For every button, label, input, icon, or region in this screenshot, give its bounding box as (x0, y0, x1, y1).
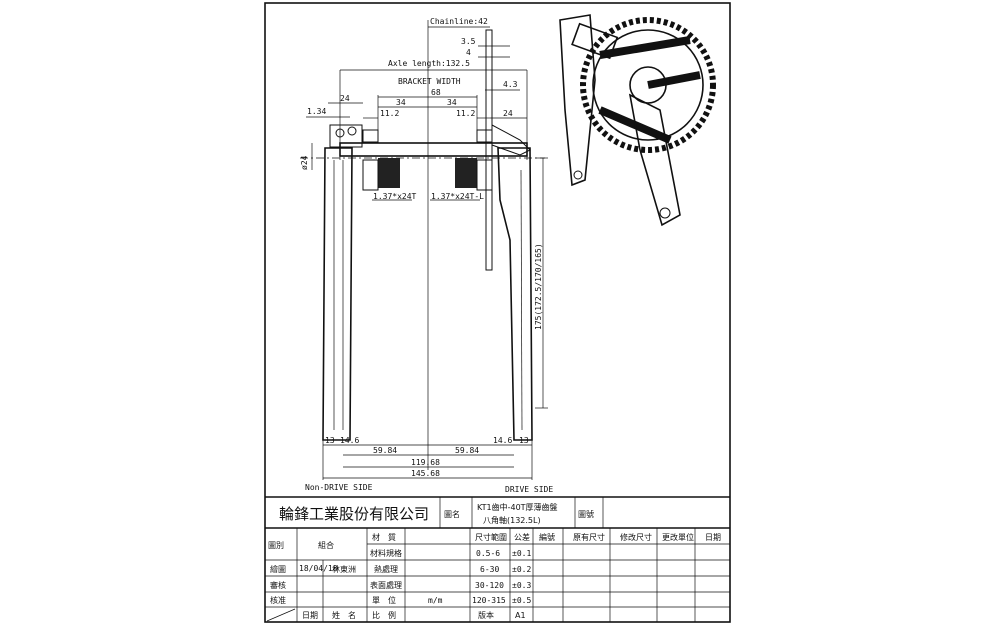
chainring-thickness-dims: 3.5 4 (461, 37, 510, 58)
svg-text:24: 24 (340, 94, 350, 103)
category-label: 圖別 (268, 541, 284, 550)
svg-text:BRACKET WIDTH: BRACKET WIDTH (398, 77, 461, 86)
svg-text:24: 24 (503, 109, 513, 118)
svg-text:68: 68 (431, 88, 441, 97)
tolerance-row-4: ±0.5 (512, 596, 531, 605)
draw-date: 18/04/18 (299, 564, 338, 573)
svg-text:34: 34 (447, 98, 457, 107)
approve-label: 核准 (270, 595, 286, 605)
dimension-bracket-width: BRACKET WIDTH 68 34 34 (377, 77, 478, 140)
category-value: 組合 (318, 540, 334, 550)
range-row-2: 6-30 (480, 565, 499, 574)
svg-text:4.3: 4.3 (503, 80, 518, 89)
svg-text:Axle length:132.5: Axle length:132.5 (388, 59, 470, 68)
svg-text:3.5: 3.5 (461, 37, 476, 46)
surface-label: 表面處理 (370, 580, 402, 590)
rev-header-date: 日期 (705, 533, 721, 542)
svg-text:13: 13 (519, 436, 529, 445)
range-row-1: 0.5-6 (476, 549, 500, 558)
bottom-dimensions: 13 14.6 59.84 59.84 14.6 13 119.68 145.6… (305, 436, 553, 494)
draw-label: 繪圖 (270, 564, 286, 574)
svg-text:145.68: 145.68 (411, 469, 440, 478)
drawing-number-label: 圖號 (578, 509, 594, 519)
title-block (265, 496, 730, 622)
person-label: 姓 名 (332, 610, 356, 620)
version-value: A1 (515, 611, 526, 620)
chainring-section (485, 29, 531, 271)
svg-text:119.68: 119.68 (411, 458, 440, 467)
svg-text:34: 34 (396, 98, 406, 107)
unit-label: 單 位 (372, 595, 396, 605)
dimension-chainline: Chainline:42 (428, 17, 490, 28)
unit-value: m/m (428, 596, 443, 605)
rev-header-unit: 更改單位 (662, 532, 694, 542)
version-label: 版本 (478, 610, 494, 620)
range-row-4: 120-315 (472, 596, 506, 605)
drawing-name-label: 圖名 (444, 509, 460, 519)
drawing-name-line2: 八角軸(132.5L) (483, 515, 541, 525)
bottom-bracket-assembly: 1.37*x24T 1.37*x24T-L (329, 124, 528, 201)
draw-name: 林東洲 (332, 564, 356, 574)
company-name: 輪鋒工業股份有限公司 (279, 505, 429, 523)
svg-text:11.2: 11.2 (380, 109, 399, 118)
scale-label: 比 例 (372, 610, 396, 620)
drawing-name-line1: KT1齒中-40T厚薄齒盤 (477, 502, 558, 512)
crankset-illustration (559, 14, 716, 227)
svg-text:13: 13 (325, 436, 335, 445)
svg-text:Non-DRIVE SIDE: Non-DRIVE SIDE (305, 483, 373, 492)
svg-text:14.6: 14.6 (340, 436, 359, 445)
heat-label: 熱處理 (374, 564, 398, 574)
date-label: 日期 (302, 611, 318, 620)
tolerance-row-3: ±0.3 (512, 581, 531, 590)
svg-text:4: 4 (466, 48, 471, 57)
spec-label: 材料規格 (370, 548, 402, 558)
right-crank-arm (497, 147, 533, 441)
svg-text:11.2: 11.2 (456, 109, 475, 118)
svg-text:59.84: 59.84 (455, 446, 479, 455)
svg-text:1.37*x24T-L: 1.37*x24T-L (431, 192, 484, 201)
dimension-crank-length: 175(172.5/170/165) (534, 157, 548, 409)
drawing-border (264, 2, 731, 623)
tolerance-header: 公差 (514, 532, 530, 542)
svg-text:1.37*x24T: 1.37*x24T (373, 192, 417, 201)
svg-text:DRIVE SIDE: DRIVE SIDE (505, 485, 553, 494)
range-header: 尺寸範圍 (475, 532, 507, 542)
range-row-3: 30-120 (475, 581, 504, 590)
svg-text:Chainline:42: Chainline:42 (430, 17, 488, 26)
svg-text:1.34: 1.34 (307, 107, 326, 116)
svg-text:59.84: 59.84 (373, 446, 397, 455)
tolerance-row-2: ±0.2 (512, 565, 531, 574)
misc-dims: 4.3 24 1.34 11.2 11.2 24 ø24 (300, 80, 527, 170)
left-crank-arm (322, 147, 353, 441)
rev-header-modified: 修改尺寸 (620, 532, 652, 542)
svg-text:14.6: 14.6 (493, 436, 512, 445)
svg-text:175(172.5/170/165): 175(172.5/170/165) (534, 243, 543, 330)
svg-text:ø24: ø24 (300, 155, 309, 170)
rev-header-number: 編號 (539, 532, 555, 542)
tolerance-row-1: ±0.1 (512, 549, 531, 558)
rev-header-original: 原有尺寸 (573, 532, 605, 542)
dimension-axle-length: Axle length:132.5 (339, 59, 528, 160)
material-label: 材 質 (372, 532, 396, 542)
review-label: 審核 (270, 580, 286, 590)
